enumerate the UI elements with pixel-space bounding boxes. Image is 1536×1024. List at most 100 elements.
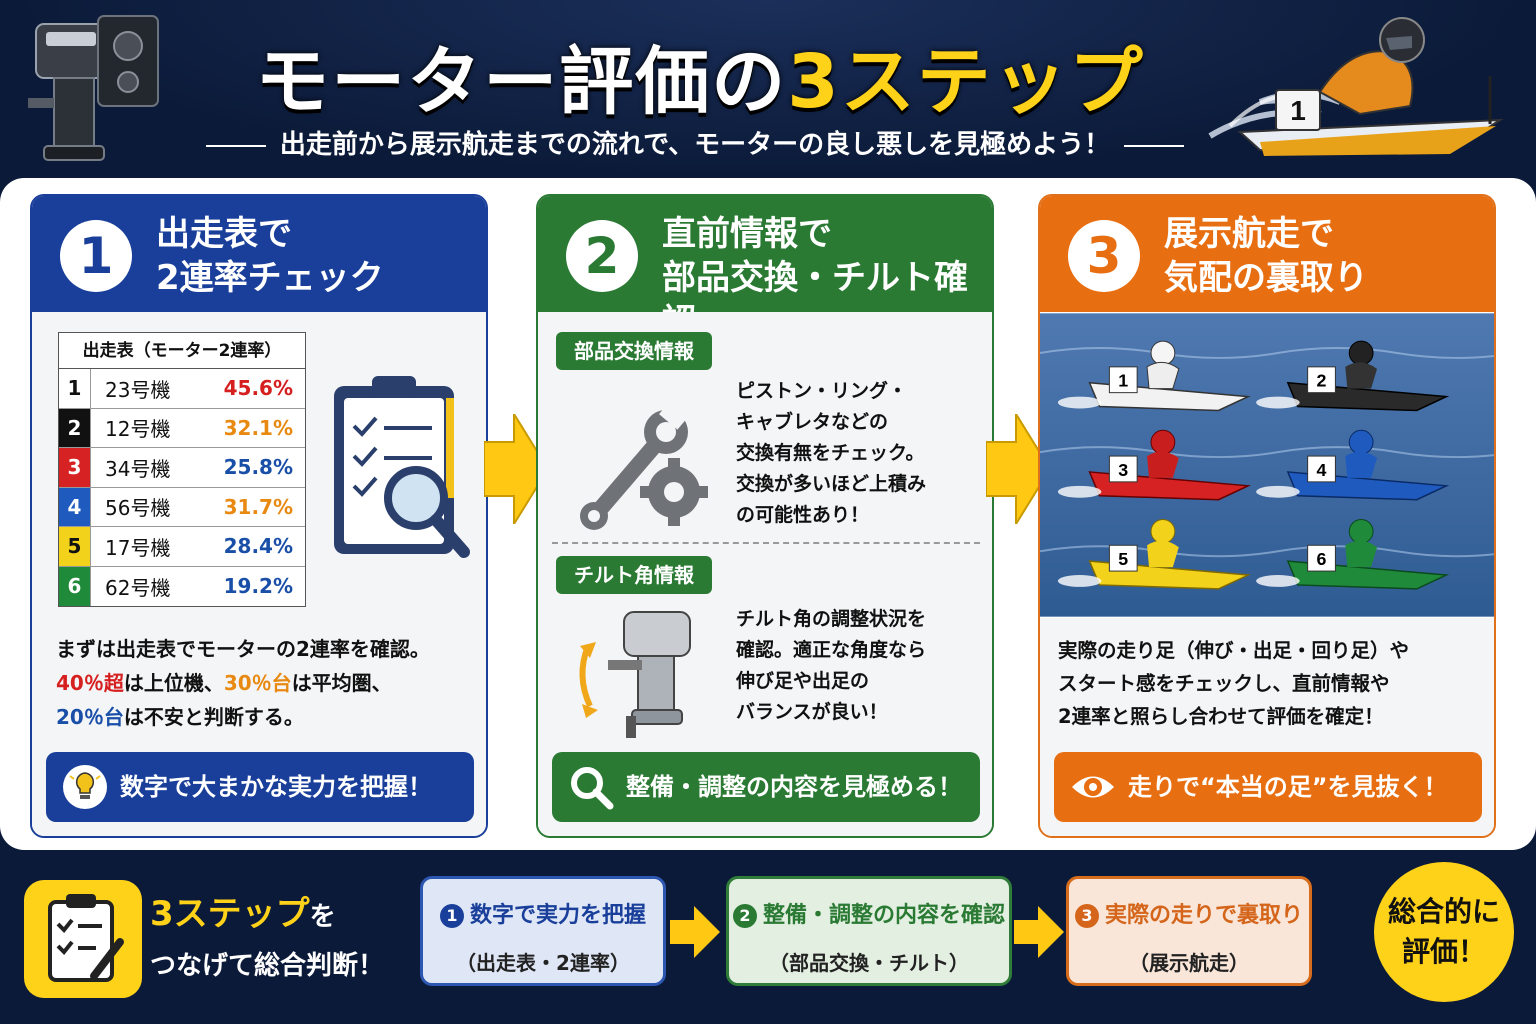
desc-text: は不安と判断する。 <box>123 705 304 729</box>
step3-title-line2: 気配の裏取り <box>1164 258 1368 298</box>
summary-lead: 3ステップを つなげて総合判断！ <box>150 886 400 982</box>
header-area: モーター評価の3ステップ 出走前から展示航走までの流れで、モーターの良し悪しを見… <box>0 0 1536 180</box>
desc-line: 交換有無をチェック。 <box>736 442 925 464</box>
step2-body: 部品交換情報 ピストン・リング・ キャブレタなどの 交換有無をチェック。 交換が… <box>538 312 992 836</box>
desc-text: は上位機、 <box>123 671 224 695</box>
lane-badge: 5 <box>59 527 91 566</box>
desc-line: キャブレタなどの <box>736 411 889 433</box>
step1-desc-line3: 20％台は不安と判断する。 <box>56 700 468 734</box>
desc-line: スタート感をチェックし、直前情報や <box>1058 672 1390 695</box>
step2-card: 2 直前情報で 部品交換・チルト確認 部品交換情報 ピストン・リング・ <box>536 194 994 838</box>
boat-number: 2 <box>1317 371 1327 391</box>
step2-pill-text: 整備・調整の内容を見極める！ <box>626 773 962 801</box>
desc-line: 交換が多いほど上積み <box>736 473 927 495</box>
summary-lead-line2: つなげて総合判断！ <box>150 951 385 981</box>
clipboard-check-icon <box>24 880 142 998</box>
step1-title-line1: 出走表で <box>156 214 292 254</box>
step1-pill: 数字で大まかな実力を把握！ <box>46 752 474 822</box>
step2-pill: 整備・調整の内容を見極める！ <box>552 752 980 822</box>
step1-pill-text: 数字で大まかな実力を把握！ <box>120 773 432 801</box>
boat-6: 6 <box>1286 519 1450 590</box>
summary-step-text: 整備・調整の内容を確認 <box>762 903 1005 928</box>
summary-step3-sub: （展示航走） <box>1129 951 1249 975</box>
table-row: 4 56号機 31.7% <box>59 487 305 527</box>
step3-title: 展示航走で 気配の裏取り <box>1164 212 1368 300</box>
desc-line: 伸び足や出足の <box>736 670 870 692</box>
boat-number: 1 <box>1118 371 1128 391</box>
summary-step-number: 1 <box>439 904 464 928</box>
table-row: 1 23号機 45.6% <box>59 369 305 409</box>
race-card-table: 出走表（モーター2連率） 1 23号機 45.6% 2 12号機 32.1% 3… <box>58 332 306 607</box>
boat-number: 4 <box>1317 460 1327 480</box>
machine-number: 62号機 <box>105 575 171 600</box>
win-rate: 31.7% <box>223 494 293 519</box>
desc-line: ピストン・リング・ <box>736 380 908 402</box>
summary-lead-accent: 3ステップ <box>150 894 310 934</box>
boat-number: 3 <box>1118 460 1128 480</box>
summary-bar: 3ステップを つなげて総合判断！ <box>0 850 1536 1024</box>
table-row: 3 34号機 25.8% <box>59 448 305 488</box>
dashed-divider <box>552 542 980 544</box>
arrow-right-icon <box>986 414 1050 524</box>
win-rate: 19.2% <box>223 574 293 599</box>
parts-exchange-description: ピストン・リング・ キャブレタなどの 交換有無をチェック。 交換が多いほど上積み… <box>736 376 976 531</box>
boat-number: 5 <box>1118 549 1128 569</box>
step3-number: 3 <box>1068 220 1140 292</box>
step2-number: 2 <box>566 220 638 292</box>
step3-card: 3 展示航走で 気配の裏取り 1 <box>1038 194 1496 838</box>
machine-number: 34号機 <box>105 456 171 481</box>
boat-2: 2 <box>1286 340 1450 412</box>
tilt-angle-tag: チルト角情報 <box>556 556 712 594</box>
step3-description: 実際の走り足（伸び・出足・回り足）や スタート感をチェックし、直前情報や 2連率… <box>1058 634 1478 733</box>
machine-number: 17号機 <box>105 535 171 560</box>
desc-text: は平均圏、 <box>291 671 392 695</box>
boat-4: 4 <box>1286 429 1450 501</box>
outboard-motor-tilt-icon <box>579 611 691 738</box>
step3-pill-text: 走りで“本当の足”を見抜く！ <box>1128 773 1448 801</box>
subtitle-dash-left <box>205 144 266 147</box>
table-title: 出走表（モーター2連率） <box>59 333 305 369</box>
step3-pill: 走りで“本当の足”を見抜く！ <box>1054 752 1482 822</box>
magnifier-icon <box>571 767 614 810</box>
subtitle-text: 出走前から展示航走までの流れで、モーターの良し悪しを見極めよう！ <box>279 130 1111 160</box>
header-boat-number: 1 <box>1290 95 1306 126</box>
highlight-20: 20％台 <box>56 705 124 729</box>
step1-description: まずは出走表でモーターの2連率を確認。 40％超は上位機、30％台は平均圏、 2… <box>56 632 468 734</box>
step3-header: 3 展示航走で 気配の裏取り <box>1040 196 1494 312</box>
summary-step2-sub: （部品交換・チルト） <box>769 951 969 975</box>
boat-1: 1 <box>1088 340 1251 412</box>
final-line2: 評価！ <box>1401 935 1486 968</box>
step1-number: 1 <box>60 220 132 292</box>
summary-step-text: 数字で実力を把握 <box>469 903 646 928</box>
page-subtitle: 出走前から展示航走までの流れで、モーターの良し悪しを見極めよう！ <box>180 124 1210 161</box>
step3-title-line1: 展示航走で <box>1164 214 1334 254</box>
table-row: 6 62号機 19.2% <box>59 566 305 606</box>
arrow-right-icon <box>670 906 720 958</box>
summary-lead-line1: 3ステップを <box>150 886 400 935</box>
desc-line: 実際の走り足（伸び・出足・回り足）や <box>1058 639 1410 662</box>
boat-5: 5 <box>1088 519 1251 590</box>
desc-line: チルト角の調整状況を <box>736 608 927 630</box>
arrow-right-icon <box>484 414 548 524</box>
boat-3: 3 <box>1088 429 1251 501</box>
step1-body: 出走表（モーター2連率） 1 23号機 45.6% 2 12号機 32.1% 3… <box>32 312 486 836</box>
summary-step-number: 3 <box>1074 904 1099 928</box>
page-title: モーター評価の3ステップ <box>200 22 1200 129</box>
step1-header: 1 出走表で 2連率チェック <box>32 196 486 312</box>
highlight-30: 30％台 <box>223 671 292 695</box>
summary-step-text: 実際の走りで裏取り <box>1104 903 1303 928</box>
machine-number: 56号機 <box>105 496 171 521</box>
highlight-40: 40％超 <box>56 671 124 695</box>
table-row: 5 17号機 28.4% <box>59 527 305 567</box>
summary-step1-sub: （出走表・2連率） <box>456 951 630 975</box>
racing-boat-illustration: 1 <box>1208 17 1504 156</box>
step1-title-line2: 2連率チェック <box>156 258 384 298</box>
win-rate: 28.4% <box>223 534 293 559</box>
title-accent: 3ステップ <box>787 39 1145 125</box>
win-rate: 25.8% <box>223 455 293 480</box>
